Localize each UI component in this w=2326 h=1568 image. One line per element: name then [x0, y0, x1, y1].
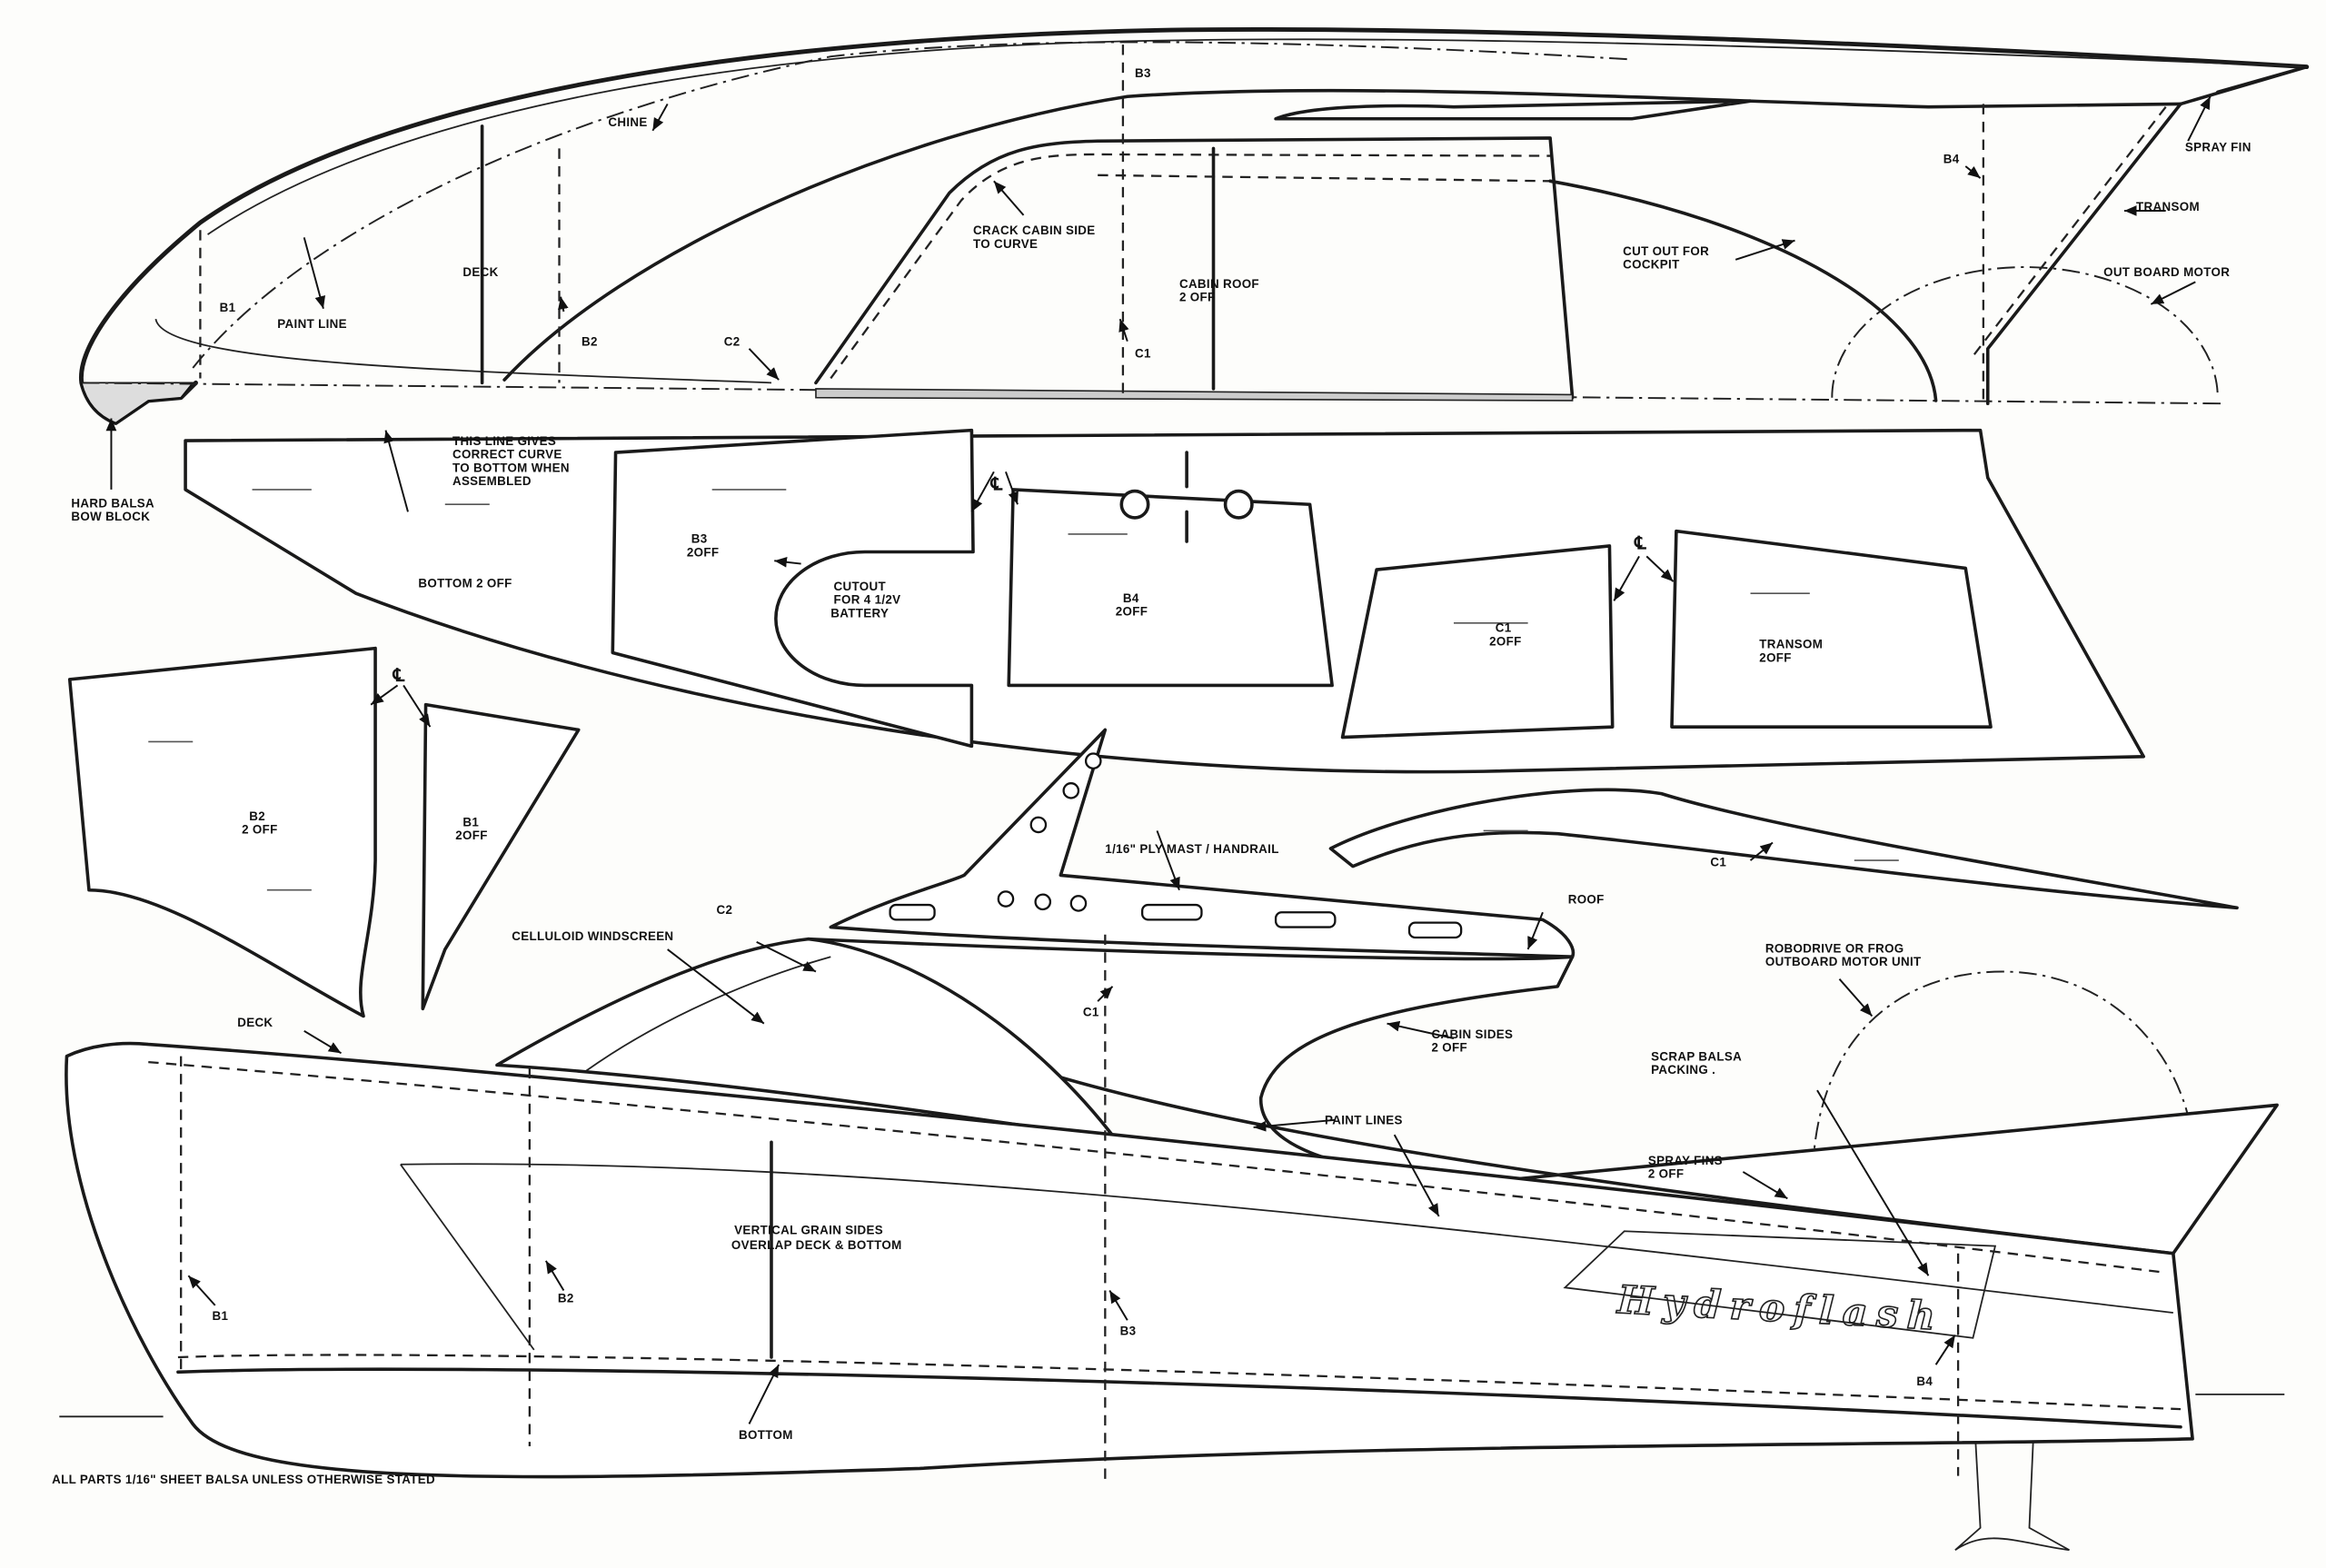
label-b1-assembly: B1	[212, 1309, 228, 1323]
paint-lines	[400, 1163, 2173, 1351]
label-b4: B4	[1943, 153, 1960, 166]
label-b4-assembly: B4	[1916, 1374, 1933, 1388]
footer-note: ALL PARTS 1/16" SHEET BALSA UNLESS OTHER…	[52, 1473, 435, 1486]
hull-side	[65, 1041, 2194, 1479]
label-mast: 1/16" PLY MAST / HANDRAIL	[1105, 842, 1278, 856]
label-outboard-motor: OUT BOARD MOTOR	[2103, 265, 2230, 279]
deck-strip	[815, 388, 1574, 402]
side-elevation: CHINE B3 B1 DECK PAINT LINE B2 C2 CRACK …	[71, 26, 2310, 524]
label-bottom: BOTTOM 2 OFF	[418, 577, 512, 590]
outboard-unit-outline	[1812, 970, 2197, 1172]
part-c1	[1340, 544, 1615, 739]
assembly-view: Hydroflash 1/16" PLY MAST / HANDRAIL ROO…	[59, 728, 2285, 1552]
outboard-motor-outline	[1831, 266, 2219, 398]
centerline-symbol: ℄	[990, 473, 1004, 494]
part-b3	[611, 428, 975, 749]
transom-line	[1985, 102, 2182, 406]
label-bottom-assembly: BOTTOM	[739, 1428, 793, 1442]
label-windscreen: CELLULOID WINDSCREEN	[512, 929, 673, 943]
centerline-symbol: ℄	[393, 665, 406, 686]
part-b2	[67, 646, 377, 1018]
cabin-side	[807, 937, 2279, 1255]
label-b2-assembly: B2	[558, 1292, 574, 1305]
label-chine: CHINE	[608, 115, 647, 129]
centerline-symbol: ℄	[1634, 532, 1647, 553]
logo-panel	[1563, 1230, 1997, 1339]
label-c1: C1	[1135, 347, 1151, 361]
baseline	[81, 382, 2225, 405]
label-b3: B3	[1135, 66, 1151, 80]
hull-sheer-line	[79, 26, 2310, 425]
mast-hole	[1223, 489, 1254, 520]
cabin-side-curve	[502, 88, 2182, 382]
windscreen	[495, 937, 1118, 1141]
deck-dash-line	[148, 1060, 2166, 1275]
bottom-chine	[176, 1367, 2182, 1429]
paint-line	[154, 318, 772, 384]
cabin-roof-outline	[814, 136, 1575, 400]
bottom-dash-line	[177, 1354, 2182, 1411]
label-b2: B2	[582, 335, 598, 349]
chine-line	[192, 41, 1632, 369]
part-b4	[1007, 488, 1334, 688]
label-transom: TRANSOM	[2136, 200, 2200, 213]
label-b3-assembly: B3	[1120, 1325, 1137, 1338]
label-roof: ROOF	[1568, 892, 1605, 906]
bow-block	[80, 382, 194, 424]
label-c1-arc: C1	[1710, 856, 1726, 869]
mast-holes	[889, 752, 1463, 939]
label-paint-line: PAINT LINE	[277, 317, 347, 331]
label-c2-assembly: C2	[717, 903, 733, 917]
cockpit-cutout-curve	[1548, 179, 1938, 402]
label-deck-assembly: DECK	[237, 1016, 273, 1029]
label-c2: C2	[724, 335, 741, 349]
mast-hole	[1119, 489, 1150, 520]
label-b1: B1	[220, 301, 236, 314]
label-c1-assembly: C1	[1083, 1006, 1099, 1019]
cockpit-lip	[1274, 99, 1753, 121]
part-c1-arc	[1328, 788, 2239, 910]
label-spray-fin: SPRAY FIN	[2185, 141, 2251, 154]
label-paint-lines: PAINT LINES	[1325, 1114, 1403, 1127]
part-b1	[421, 702, 581, 1011]
label-deck: DECK	[462, 265, 498, 279]
part-transom	[1670, 529, 1993, 729]
